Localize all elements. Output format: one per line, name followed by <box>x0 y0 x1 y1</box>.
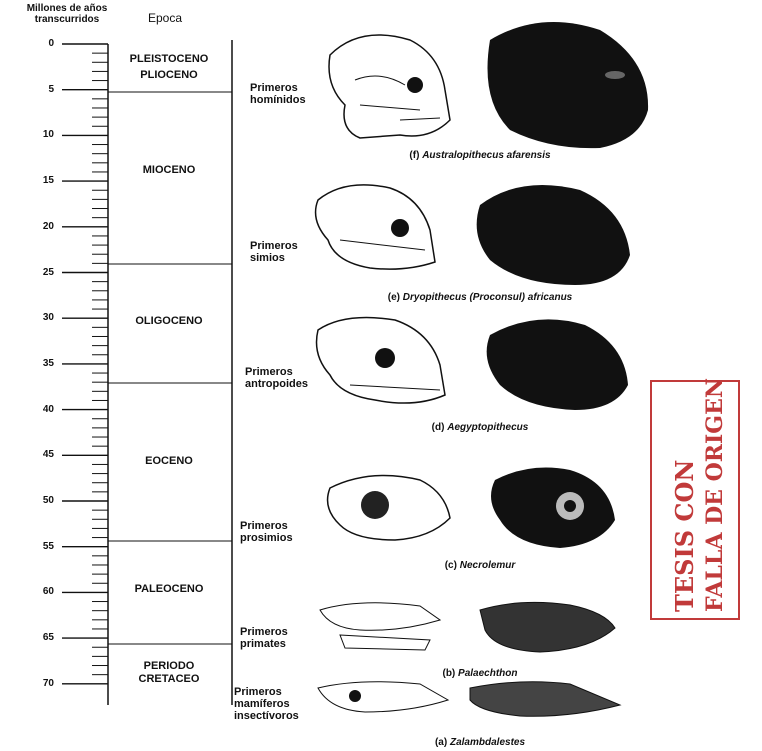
epoch-pleistoceno: PLEISTOCENO <box>108 53 230 66</box>
stamp-line2: FALLA DE ORIGEN <box>702 378 728 612</box>
caption-f: (f) Australopithecus afarensis <box>330 150 630 161</box>
label-primeros-mamiferos: Primeros mamíferos insectívoros <box>234 686 316 722</box>
tick-label: 50 <box>8 495 54 506</box>
aegyptopithecus-head-image <box>487 319 628 410</box>
epoch-paleoceno: PALEOCENO <box>108 583 230 596</box>
caption-b-name: Palaechthon <box>458 668 517 679</box>
time-scale <box>62 44 108 684</box>
caption-a-letter: (a) <box>435 737 447 748</box>
epoch-eoceno: EOCENO <box>108 455 230 468</box>
label-primeros-hominidos: Primeros homínidos <box>250 82 325 106</box>
epoch-plioceno: PLIOCENO <box>108 69 230 82</box>
caption-b: (b) Palaechthon <box>330 668 630 679</box>
tick-label: 40 <box>8 404 54 415</box>
dryopithecus-skull-image <box>316 185 435 269</box>
label-primeros-primates: Primeros primates <box>240 626 310 650</box>
caption-d-name: Aegyptopithecus <box>447 422 528 433</box>
tick-label: 35 <box>8 358 54 369</box>
dryopithecus-head-image <box>477 185 630 285</box>
tick-label: 55 <box>8 541 54 552</box>
zalambdalestes-skull-image <box>318 682 448 712</box>
caption-c-letter: (c) <box>445 560 457 571</box>
epoch-cretaceo: PERIODO CRETACEO <box>108 660 230 686</box>
caption-e: (e) Dryopithecus (Proconsul) africanus <box>330 292 630 303</box>
tick-label: 20 <box>8 221 54 232</box>
palaechthon-skull-image <box>320 603 440 650</box>
tick-label: 25 <box>8 267 54 278</box>
stamp-line1: TESIS CON <box>670 460 699 612</box>
label-primeros-prosimios: Primeros prosimios <box>240 520 310 544</box>
tick-label: 10 <box>8 129 54 140</box>
epoch-mioceno: MIOCENO <box>108 164 230 177</box>
caption-f-name: Australopithecus afarensis <box>422 150 550 161</box>
label-primeros-antropoides: Primeros antropoides <box>245 366 320 390</box>
tick-label: 0 <box>8 38 54 49</box>
caption-f-letter: (f) <box>409 150 419 161</box>
australopithecus-skull-image <box>329 35 450 138</box>
palaechthon-head-image <box>480 602 615 652</box>
caption-e-name: Dryopithecus (Proconsul) africanus <box>403 292 572 303</box>
necrolemur-head-image <box>491 468 615 548</box>
label-primeros-simios: Primeros simios <box>250 240 320 264</box>
tick-label: 30 <box>8 312 54 323</box>
caption-b-letter: (b) <box>442 668 455 679</box>
tick-label: 15 <box>8 175 54 186</box>
caption-e-letter: (e) <box>388 292 400 303</box>
caption-a-name: Zalambdalestes <box>450 737 525 748</box>
thesis-stamp: TESIS CON FALLA DE ORIGEN <box>650 380 740 620</box>
caption-d: (d) Aegyptopithecus <box>330 422 630 433</box>
tick-label: 5 <box>8 84 54 95</box>
zalambdalestes-head-image <box>470 682 620 717</box>
epoch-oligoceno: OLIGOCENO <box>108 315 230 328</box>
caption-c-name: Necrolemur <box>460 560 516 571</box>
tick-label: 70 <box>8 678 54 689</box>
necrolemur-skull-image <box>328 476 450 541</box>
caption-c: (c) Necrolemur <box>330 560 630 571</box>
tick-label: 65 <box>8 632 54 643</box>
australopithecus-head-image <box>488 22 649 148</box>
aegyptopithecus-skull-image <box>317 318 446 404</box>
tick-label: 45 <box>8 449 54 460</box>
caption-d-letter: (d) <box>432 422 445 433</box>
caption-a: (a) Zalambdalestes <box>330 737 630 748</box>
tick-label: 60 <box>8 586 54 597</box>
